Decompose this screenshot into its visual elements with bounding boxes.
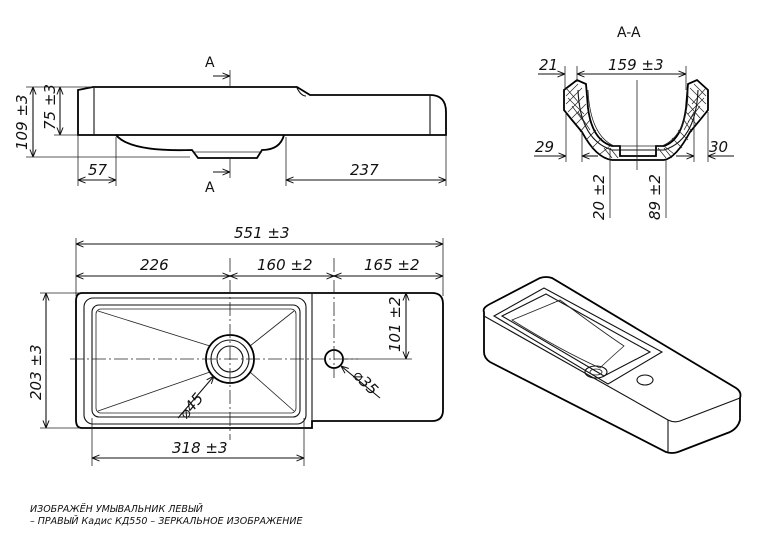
section-view: A-A 21 159 ±3 29 30 [534, 25, 734, 220]
side-view: A A 109 ±3 75 ±3 57 237 [13, 55, 447, 196]
dim-drain-dia: ⌀45 [175, 389, 207, 422]
dim-seg-right: 165 ±2 [364, 256, 420, 274]
dim-tap-offset: 101 ±2 [386, 296, 404, 352]
dim-drain-height: 20 ±2 [590, 174, 608, 220]
note-line-2: – ПРАВЫЙ Кадис КД550 – ЗЕРКАЛЬНОЕ ИЗОБРА… [30, 515, 302, 527]
section-label: A-A [617, 25, 641, 41]
section-mark-bottom: A [205, 180, 215, 196]
dim-seg-mid: 160 ±2 [257, 256, 313, 274]
dim-total-height: 89 ±2 [646, 174, 664, 220]
isometric-view [482, 276, 742, 454]
dim-height-total: 109 ±3 [13, 94, 31, 150]
dim-total-width: 551 ±3 [234, 224, 290, 242]
dim-bowl-width: 159 ±3 [608, 56, 664, 74]
section-mark-top: A [205, 55, 215, 71]
note-line-1: ИЗОБРАЖЁН УМЫВАЛЬНИК ЛЕВЫЙ [30, 503, 203, 515]
dim-left-offset: 57 [88, 161, 108, 179]
dim-right-offset: 237 [350, 161, 379, 179]
dim-left-depth: 29 [535, 138, 554, 156]
notes: ИЗОБРАЖЁН УМЫВАЛЬНИК ЛЕВЫЙ – ПРАВЫЙ Кади… [30, 503, 302, 527]
dim-bowl-width-top: 318 ±3 [172, 439, 228, 457]
top-view: 551 ±3 226 160 ±2 165 ±2 203 ±3 101 ±2 ⌀… [27, 224, 444, 466]
dim-depth: 203 ±3 [27, 344, 45, 400]
dim-rim-width: 21 [539, 56, 558, 74]
dim-tap-dia: ⌀35 [349, 366, 382, 399]
dim-right-depth: 30 [709, 138, 728, 156]
dim-seg-left: 226 [140, 256, 169, 274]
dim-height-shelf: 75 ±3 [41, 84, 59, 130]
